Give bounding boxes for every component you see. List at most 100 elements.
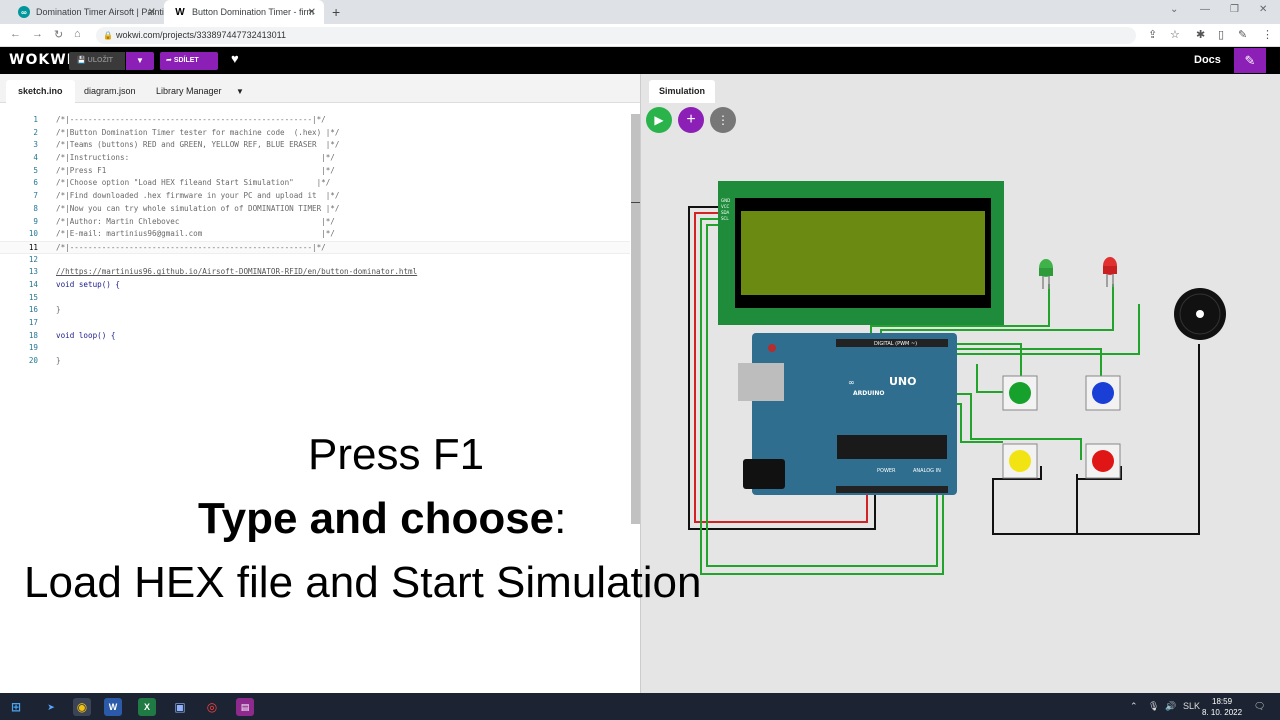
line-number: 1: [33, 115, 38, 124]
minimize-icon[interactable]: —: [1200, 4, 1210, 15]
file-explorer-icon[interactable]: ➤: [47, 702, 55, 712]
window-close-icon[interactable]: ✕: [1259, 4, 1268, 15]
code-line[interactable]: 3/*|Teams (buttons) RED and GREEN, YELLO…: [0, 139, 630, 152]
tab-close-icon[interactable]: ✕: [147, 6, 156, 18]
share-icon[interactable]: ⇪: [1148, 29, 1158, 41]
line-number: 20: [28, 356, 38, 366]
heart-icon[interactable]: ♥: [231, 51, 239, 66]
buzzer[interactable]: [1174, 288, 1226, 340]
power-label: POWER: [877, 468, 896, 474]
star-icon[interactable]: ☆: [1170, 29, 1180, 41]
volume-icon[interactable]: 🔊: [1165, 701, 1177, 711]
led-red[interactable]: [1103, 257, 1117, 287]
line-text: /*|Author: Martin Chlebovec |*/: [56, 216, 335, 226]
new-tab-button[interactable]: +: [332, 4, 341, 20]
line-number: 6: [33, 178, 38, 188]
line-number: 15: [28, 292, 38, 302]
code-line[interactable]: 6 /*|Choose option "Load HEX fileand Star…: [0, 177, 630, 190]
add-part-button[interactable]: +: [678, 107, 704, 133]
code-line[interactable]: 13//https://martinius96.github.io/Airsof…: [0, 266, 630, 279]
restore-icon[interactable]: ❐: [1230, 4, 1239, 15]
code-line[interactable]: 20}: [0, 355, 630, 368]
wire-scl: [706, 224, 938, 567]
code-line[interactable]: 5/*|Press F1 |*/: [0, 165, 630, 178]
code-line[interactable]: 19: [0, 342, 630, 355]
windows-start-icon[interactable]: ⊞: [10, 700, 22, 714]
code-line[interactable]: 16}: [0, 304, 630, 317]
line-text: /*|E-mail: martinius96@gmail.com |*/: [56, 229, 335, 239]
button-cap-red: [1092, 450, 1114, 472]
tab-library-manager[interactable]: Library Manager: [156, 86, 222, 96]
line-text: /*|Press F1 |*/: [56, 165, 335, 175]
back-icon[interactable]: ←: [10, 28, 21, 40]
code-line[interactable]: 15: [0, 292, 630, 305]
word-icon[interactable]: W: [104, 698, 122, 716]
code-area[interactable]: 1/*|------------------------------------…: [0, 114, 630, 368]
code-line[interactable]: 8/*|Now you can try whole simulation of …: [0, 203, 630, 216]
code-line[interactable]: 11/*|-----------------------------------…: [0, 240, 630, 254]
tab-sketch[interactable]: sketch.ino: [6, 80, 75, 103]
menu-dots-icon: ⋮: [717, 113, 729, 127]
tab-diagram[interactable]: diagram.json: [84, 86, 136, 96]
excel-icon[interactable]: X: [138, 698, 156, 716]
save-button[interactable]: 💾 ULOŽIT: [69, 52, 125, 70]
notification-icon[interactable]: 🗨: [1254, 701, 1266, 711]
clock[interactable]: 18:59 8. 10. 2022: [1202, 696, 1242, 718]
save-disk-icon[interactable]: ▣: [174, 700, 186, 714]
share-label: SDÍLET: [173, 57, 199, 64]
extension-icon[interactable]: ✎: [1238, 29, 1248, 41]
wire-gnd-3: [1077, 466, 1122, 480]
button-cap-yellow: [1009, 450, 1031, 472]
line-text: /*|Choose option "Load HEX fileand Start…: [56, 178, 331, 188]
code-line[interactable]: 2/*|Button Domination Timer tester for m…: [0, 127, 630, 140]
winrar-icon[interactable]: ▤: [236, 698, 254, 716]
code-line[interactable]: 10/*|E-mail: martinius96@gmail.com |*/: [0, 228, 630, 241]
pushbutton-yellow[interactable]: [1002, 443, 1038, 479]
wire-sda: [700, 218, 944, 575]
recorder-icon[interactable]: ◎: [206, 700, 218, 714]
more-options-button[interactable]: ⋮: [710, 107, 736, 133]
code-line[interactable]: 12: [0, 254, 630, 267]
code-line[interactable]: 4/*|Instructions: |*/: [0, 152, 630, 165]
pushbutton-green[interactable]: [1002, 375, 1038, 411]
forward-icon[interactable]: →: [32, 28, 43, 40]
caption-line-1: Press F1: [308, 430, 485, 479]
home-icon[interactable]: ⌂: [74, 28, 81, 40]
play-button[interactable]: ▶: [646, 107, 672, 133]
tray-chevron-icon[interactable]: ⌃: [1130, 701, 1138, 711]
led-green[interactable]: [1039, 259, 1053, 289]
code-line[interactable]: 17: [0, 317, 630, 330]
extensions-icon[interactable]: ✱: [1196, 29, 1206, 41]
tabs-dropdown-icon[interactable]: ▼: [236, 87, 244, 96]
arduino-uno-board[interactable]: DIGITAL (PWM ~) ANALOG IN POWER ∞ ARDUIN…: [738, 333, 957, 495]
pushbutton-red[interactable]: [1085, 443, 1121, 479]
tab-simulation[interactable]: Simulation: [649, 80, 715, 103]
code-line[interactable]: 7/*|Find downloaded .hex firmware in you…: [0, 190, 630, 203]
share-button[interactable]: ➦ SDÍLET: [160, 52, 218, 70]
microphone-icon[interactable]: 🎙: [1148, 701, 1160, 711]
code-line[interactable]: 9/*|Author: Martin Chlebovec |*/: [0, 216, 630, 229]
save-dropdown-button[interactable]: ▼: [126, 52, 154, 70]
pushbutton-blue[interactable]: [1085, 375, 1121, 411]
avatar[interactable]: ✎: [1234, 48, 1266, 73]
docs-link[interactable]: Docs: [1194, 54, 1221, 66]
wokwi-logo[interactable]: WOKWI: [9, 52, 73, 68]
browser-tab-2[interactable]: W Button Domination Timer - firm ✕: [164, 0, 324, 24]
lcd-display[interactable]: GND VCC SDA SCL: [718, 181, 1004, 325]
editor-scrollbar[interactable]: [631, 114, 640, 524]
code-line[interactable]: 1/*|------------------------------------…: [0, 114, 630, 127]
line-number: 2: [33, 127, 38, 137]
language-indicator[interactable]: SLK: [1183, 701, 1201, 711]
lcd-pin-gnd: GND: [721, 198, 730, 203]
reload-icon[interactable]: ↻: [54, 29, 64, 41]
sidebar-icon[interactable]: ▯: [1218, 29, 1225, 41]
clock-date: 8. 10. 2022: [1202, 708, 1243, 717]
chrome-icon[interactable]: ◉: [73, 698, 91, 716]
browser-tab-1[interactable]: ∞ Domination Timer Airsoft | Painti ✕: [8, 0, 164, 24]
url-field[interactable]: 🔒 wokwi.com/projects/333897447732413011: [96, 27, 1136, 44]
chevron-down-icon[interactable]: ⌄: [1170, 4, 1179, 15]
menu-dots-icon[interactable]: ⋮: [1262, 29, 1273, 41]
tab-close-icon[interactable]: ✕: [307, 6, 316, 18]
